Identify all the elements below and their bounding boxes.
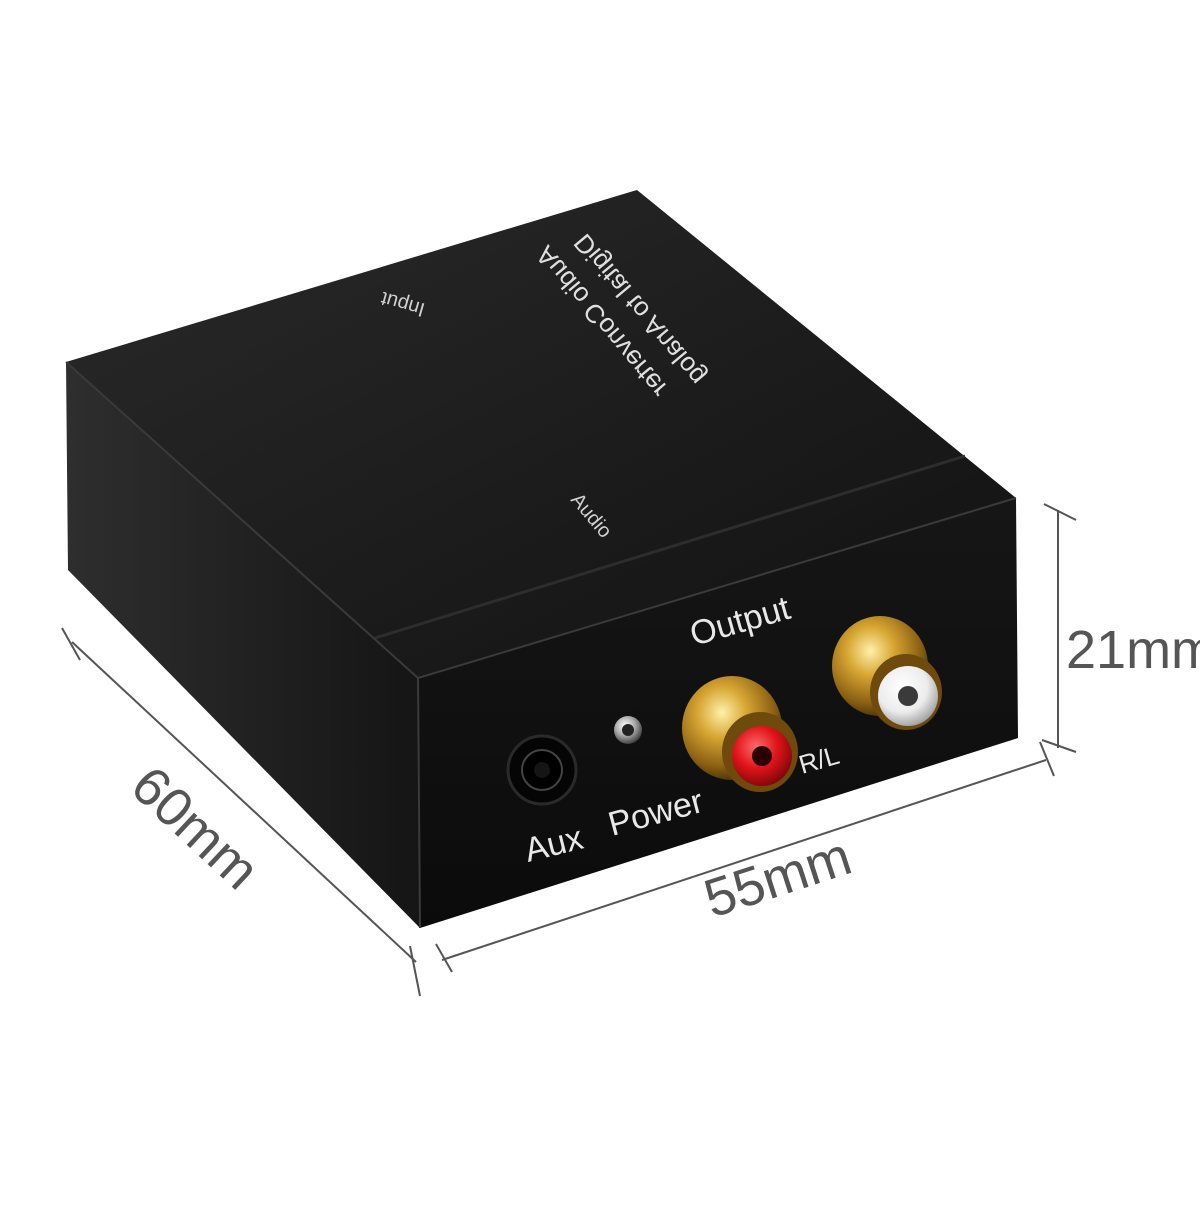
rca-jack-red xyxy=(682,676,798,792)
depth-dimension-line xyxy=(61,627,421,997)
top-face xyxy=(66,190,1016,678)
width-dimension-line xyxy=(435,741,1055,973)
left-side-face xyxy=(66,362,420,928)
width-dimension-label: 55mm xyxy=(697,826,858,929)
power-led xyxy=(614,716,642,744)
converter-box xyxy=(65,190,1018,929)
height-dimension-line xyxy=(1041,503,1077,753)
aux-jack xyxy=(506,734,578,806)
lid-seam xyxy=(374,454,966,640)
rca-jack-white xyxy=(832,616,942,730)
depth-dimension-label: 60mm xyxy=(120,755,271,901)
dimension-annotations xyxy=(61,503,1077,997)
height-dimension-label: 21mm xyxy=(1066,620,1200,680)
